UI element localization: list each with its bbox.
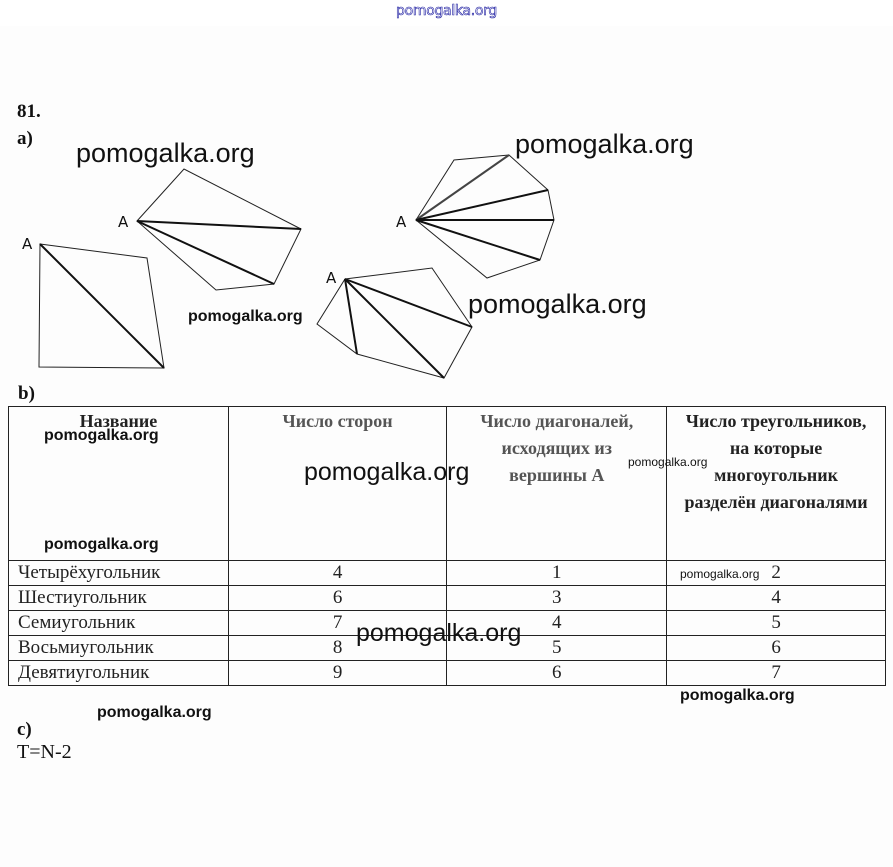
cell-triangles: 2	[666, 560, 886, 586]
table-row: Семиугольник 7 4 5	[8, 610, 886, 636]
figure-heptagon: A	[396, 154, 555, 279]
cell-name: Шестиугольник	[8, 585, 229, 611]
cell-triangles: 7	[666, 660, 886, 686]
formula: T=N-2	[17, 741, 72, 763]
watermark: pomogalka.org	[97, 704, 212, 721]
cell-name: Восьмиугольник	[8, 635, 229, 661]
table-row: Восьмиугольник 8 5 6	[8, 635, 886, 661]
part-b-label: b)	[18, 383, 35, 404]
hexagon-diagonal-3	[344, 278, 358, 355]
vertex-label-a: A	[118, 213, 129, 231]
task-number: 81.	[17, 101, 41, 122]
cell-diagonals: 6	[446, 660, 668, 686]
pentagon-outline	[136, 168, 302, 291]
polygon-table: Название Число сторон Число диагоналей, …	[8, 406, 886, 686]
cell-diagonals: 5	[446, 635, 668, 661]
figure-hexagon: A	[316, 267, 473, 379]
cell-diagonals: 3	[446, 585, 668, 611]
heptagon-diagonal-4	[415, 219, 541, 261]
heptagon-diagonal-1	[415, 154, 510, 221]
figure-pentagon: A	[118, 168, 302, 291]
watermark: pomogalka.org	[515, 129, 694, 159]
watermark: pomogalka.org	[76, 138, 255, 168]
cell-name: Девятиугольник	[8, 660, 229, 686]
heptagon-diagonal-2	[415, 189, 549, 221]
pentagon-diagonal-2	[136, 220, 275, 285]
table-row: Четырёхугольник 4 1 2	[8, 560, 886, 586]
hexagon-outline	[316, 267, 473, 379]
part-a-label: a)	[17, 128, 33, 149]
vertex-label-a: A	[396, 213, 407, 231]
watermark: pomogalka.org	[628, 455, 708, 469]
cell-sides: 4	[227, 560, 448, 586]
cell-name: Семиугольник	[8, 610, 229, 636]
watermark: pomogalka.org	[188, 308, 303, 325]
watermark: pomogalka.org	[468, 289, 647, 319]
cell-triangles: 5	[666, 610, 886, 636]
watermark: pomogalka.org	[680, 567, 760, 581]
site-watermark-header: pomogalka.org	[396, 3, 498, 20]
header-sides: Число сторон	[227, 406, 448, 561]
cell-sides: 9	[227, 660, 448, 686]
header-diagonals: Число диагоналей, исходящих из вершины А	[446, 406, 668, 561]
vertex-label-a: A	[22, 235, 33, 253]
watermark: pomogalka.org	[44, 536, 159, 553]
part-c-label: c)	[17, 719, 32, 740]
cell-diagonals: 1	[446, 560, 668, 586]
watermark: pomogalka.org	[44, 427, 159, 444]
hexagon-diagonal-1	[344, 278, 473, 328]
header-triangles: Число треугольников, на которые многоуго…	[666, 406, 886, 561]
watermark: pomogalka.org	[680, 687, 795, 704]
cell-triangles: 4	[666, 585, 886, 611]
vertex-label-a: A	[326, 269, 337, 287]
pentagon-diagonal-1	[136, 220, 302, 230]
table-row: Девятиугольник 9 6 7	[8, 660, 886, 686]
cell-name: Четырёхугольник	[8, 560, 229, 586]
figure-quadrilateral: A	[22, 235, 165, 369]
quadrilateral-diagonal	[39, 243, 165, 369]
watermark: pomogalka.org	[356, 619, 522, 647]
table-header-row: Название Число сторон Число диагоналей, …	[8, 406, 886, 561]
cell-sides: 6	[227, 585, 448, 611]
heptagon-outline	[415, 154, 555, 279]
polygon-figures: A A A A	[22, 154, 555, 379]
table-row: Шестиугольник 6 3 4	[8, 585, 886, 611]
watermark: pomogalka.org	[304, 458, 470, 486]
cell-triangles: 6	[666, 635, 886, 661]
hexagon-diagonal-2	[344, 278, 445, 379]
cell-diagonals: 4	[446, 610, 668, 636]
